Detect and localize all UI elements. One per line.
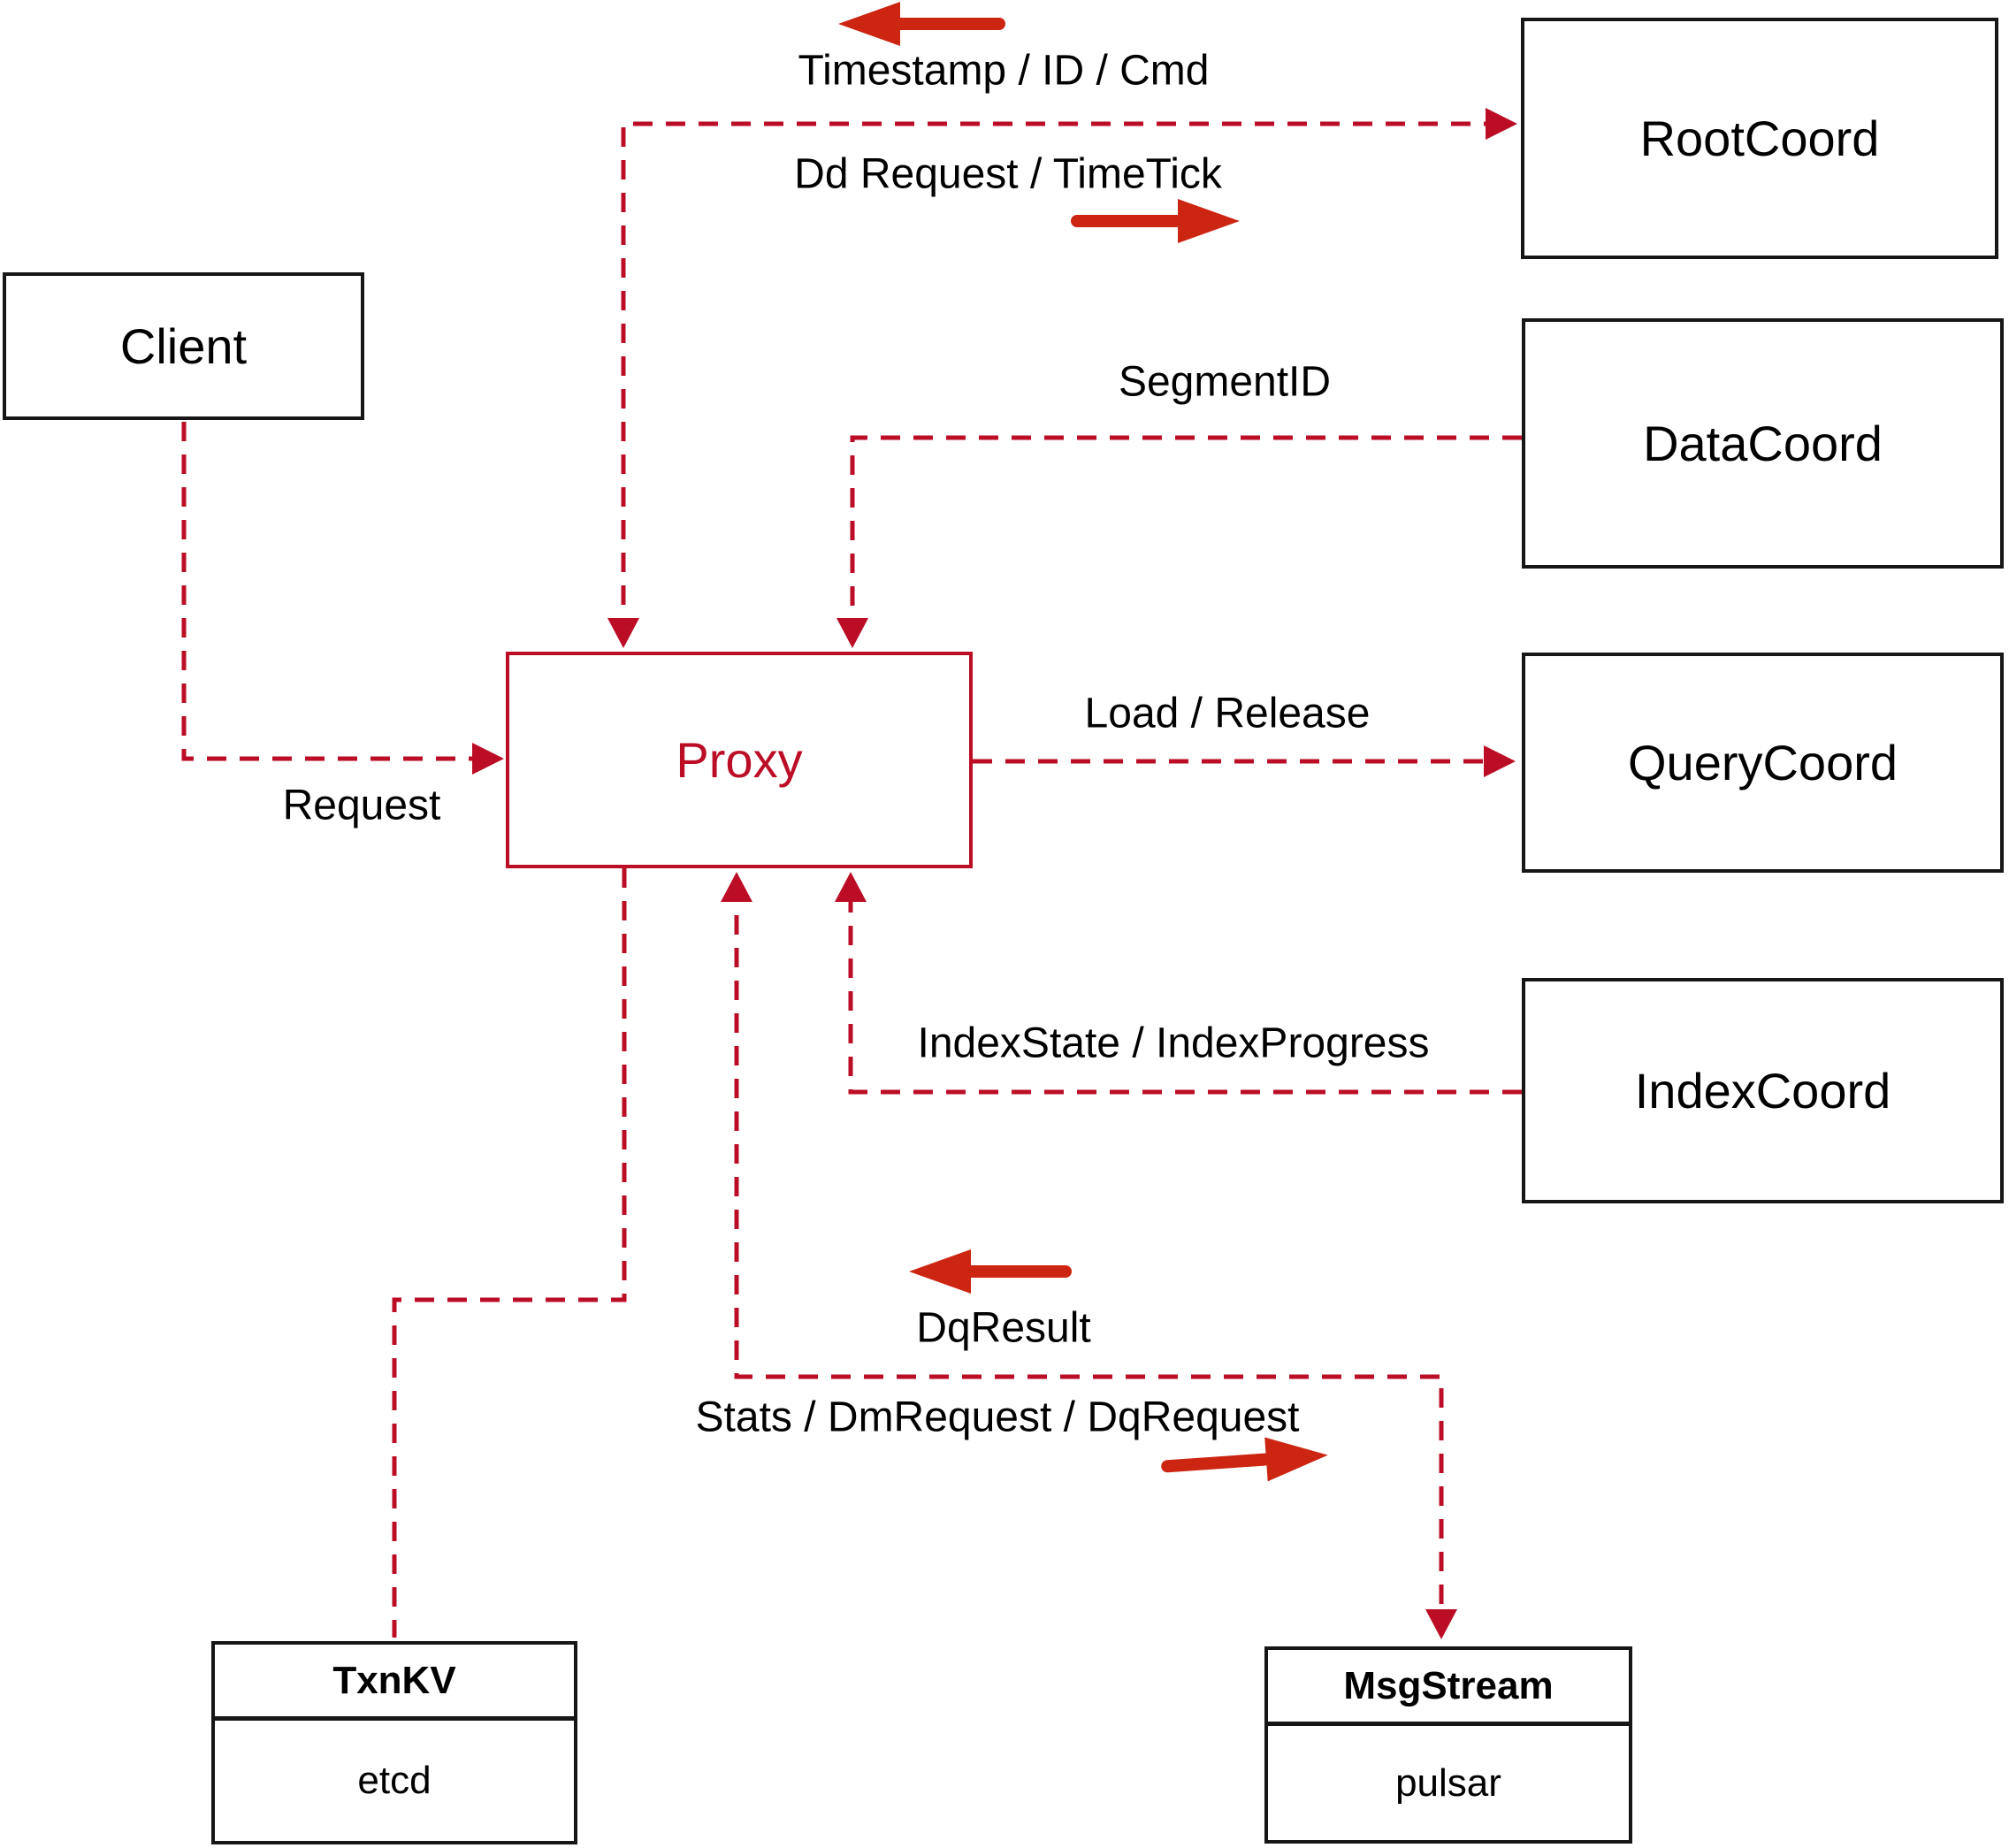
node-msgstream: MsgStream pulsar: [1264, 1646, 1632, 1844]
edge-label-dqresult: DqResult: [916, 1304, 1091, 1352]
edge-datacoord-to-proxy: [850, 435, 1522, 638]
arrowhead-into-proxy-top-right-icon: [836, 618, 868, 648]
arrowhead-into-msgstream-icon: [1425, 1609, 1457, 1639]
direction-arrow-left-timestamp-icon: [838, 2, 1005, 46]
edge-label-indexstate-progress: IndexState / IndexProgress: [917, 1019, 1430, 1067]
node-client-label: Client: [119, 318, 248, 374]
node-proxy-label: Proxy: [676, 732, 803, 788]
edge-proxy-msgstream: [734, 882, 1444, 1627]
arrowhead-into-proxy-bottom-mid-icon: [721, 872, 752, 902]
edge-label-stats-dm-dq-request: Stats / DmRequest / DqRequest: [695, 1394, 1300, 1441]
node-msgstream-subtitle: pulsar: [1395, 1760, 1501, 1805]
node-txnkv-title: TxnKV: [215, 1645, 574, 1721]
arrowhead-into-proxy-bottom-right-icon: [835, 872, 867, 902]
edge-indexcoord-to-proxy: [848, 882, 1522, 1095]
arrowhead-into-proxy-left-icon: [472, 743, 504, 775]
node-datacoord-label: DataCoord: [1643, 416, 1883, 471]
node-datacoord: DataCoord: [1522, 318, 2004, 569]
edge-client-to-proxy: [181, 422, 479, 761]
node-indexcoord-label: IndexCoord: [1634, 1063, 1891, 1119]
node-txnkv: TxnKV etcd: [211, 1641, 577, 1844]
arrowhead-into-rootcoord-icon: [1486, 108, 1517, 140]
direction-arrow-right-ddrequest-icon: [1071, 199, 1240, 243]
node-querycoord-label: QueryCoord: [1627, 735, 1898, 790]
node-txnkv-subtitle: etcd: [357, 1759, 432, 1802]
node-rootcoord: RootCoord: [1521, 18, 1998, 259]
edge-proxy-to-txnkv: [392, 868, 627, 1638]
direction-arrow-left-dqresult-icon: [909, 1249, 1072, 1294]
edge-proxy-rootcoord: [621, 121, 1493, 638]
node-rootcoord-label: RootCoord: [1639, 111, 1880, 166]
node-indexcoord: IndexCoord: [1522, 978, 2004, 1203]
arrowhead-into-proxy-top-left-icon: [607, 618, 639, 648]
node-client: Client: [3, 272, 364, 420]
edge-label-timestamp-id-cmd: Timestamp / ID / Cmd: [798, 47, 1210, 95]
edge-label-load-release: Load / Release: [1084, 690, 1371, 737]
edge-label-segmentid: SegmentID: [1118, 358, 1332, 406]
node-proxy: Proxy: [506, 652, 973, 868]
direction-arrow-right-stats-icon: [1161, 1437, 1328, 1482]
arrowhead-into-querycoord-icon: [1484, 745, 1516, 777]
edge-label-request: Request: [282, 782, 441, 829]
node-msgstream-title: MsgStream: [1268, 1650, 1629, 1726]
edge-label-dd-request-timetick: Dd Request / TimeTick: [794, 150, 1222, 198]
node-querycoord: QueryCoord: [1522, 653, 2004, 873]
